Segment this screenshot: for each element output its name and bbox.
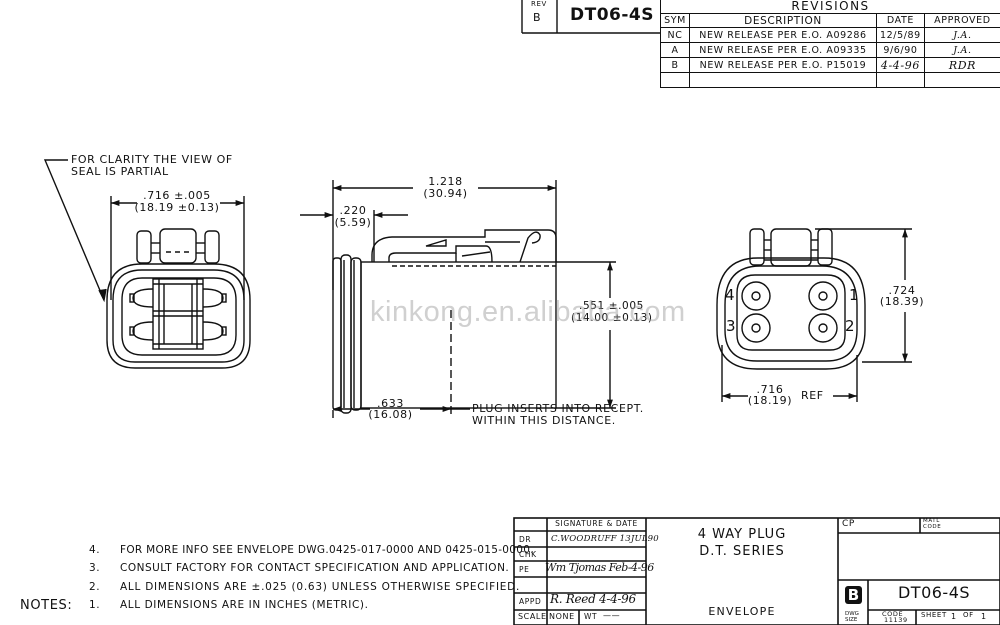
note-number: 1. bbox=[89, 599, 101, 611]
note-text: ALL DIMENSIONS ARE ±.025 (0.63) UNLESS O… bbox=[120, 581, 521, 593]
revision-row: NC NEW RELEASE PER E.O. A09286 12/5/89 J… bbox=[660, 27, 1000, 43]
revision-border bbox=[521, 0, 660, 34]
scale-value: NONE bbox=[549, 612, 575, 621]
revision-row: A NEW RELEASE PER E.O. A09335 9/6/90 J.A… bbox=[660, 42, 1000, 58]
dim-rear-width-mm: (18.19) bbox=[747, 394, 793, 407]
drawing-type: ENVELOPE bbox=[708, 605, 776, 618]
pe-signature: Wm Tjomas Feb-4-96 bbox=[545, 561, 654, 574]
appd-label: APPD bbox=[519, 597, 542, 606]
note-text: CONSULT FACTORY FOR CONTACT SPECIFICATIO… bbox=[120, 562, 510, 574]
sheet-total: 1 bbox=[981, 612, 987, 621]
dim-body-height-mm: (14.00 ±0.13) bbox=[571, 312, 653, 324]
dim-seal-offset-in: .220 bbox=[339, 204, 367, 217]
pin-label-4: 4 bbox=[725, 286, 736, 304]
dim-rear-width-in: .716 bbox=[756, 383, 784, 396]
revision-description bbox=[689, 72, 877, 88]
rev-value: B bbox=[533, 11, 542, 24]
cp-label: CP bbox=[842, 519, 855, 529]
revision-sym bbox=[660, 72, 690, 88]
dim-insert-depth-mm: (16.08) bbox=[368, 408, 413, 421]
note-number: 3. bbox=[89, 562, 101, 574]
code-label: CODE bbox=[882, 610, 904, 618]
wt-label: WT bbox=[584, 612, 598, 621]
matl-code-label: MATL CODE bbox=[923, 518, 942, 530]
revision-approved: J.A. bbox=[923, 42, 1000, 58]
plug-note-line2: WITHIN THIS DISTANCE. bbox=[472, 414, 616, 427]
title-part-number: DT06-4S bbox=[897, 583, 971, 602]
dr-label: DR bbox=[519, 535, 532, 544]
revision-row: B NEW RELEASE PER E.O. P15019 4-4-96 RDR bbox=[660, 57, 1000, 73]
revision-date: 4-4-96 bbox=[876, 57, 925, 73]
side-view bbox=[300, 180, 616, 418]
front-view-seal bbox=[43, 159, 251, 369]
revisions-header-description: DESCRIPTION bbox=[689, 13, 877, 28]
seal-note-line2: SEAL IS PARTIAL bbox=[71, 165, 169, 178]
revision-approved: RDR bbox=[923, 57, 1000, 73]
dim-rear-height-in: .724 bbox=[888, 284, 916, 297]
revisions-header-approved: APPROVED bbox=[923, 13, 1000, 28]
chk-label: CHK bbox=[519, 550, 537, 559]
dim-rear-height-mm: (18.39) bbox=[879, 295, 925, 308]
revision-description: NEW RELEASE PER E.O. P15019 bbox=[689, 57, 877, 73]
revisions-table: REVISIONS SYM DESCRIPTION DATE APPROVED … bbox=[660, 0, 1000, 88]
dwg-size-letter: B bbox=[845, 586, 862, 604]
signature-header: SIGNATURE & DATE bbox=[555, 519, 638, 528]
dim-front-width-mm: (18.19 ±0.13) bbox=[134, 201, 220, 214]
dim-overall-length-in: 1.218 bbox=[428, 175, 463, 188]
code-value: 11139 bbox=[884, 616, 908, 624]
note-text: ALL DIMENSIONS ARE IN INCHES (METRIC). bbox=[120, 599, 369, 611]
sheet-value: 1 bbox=[951, 612, 957, 621]
dim-rear-width-ref: REF bbox=[801, 389, 824, 402]
drawing-title-line2: D.T. SERIES bbox=[699, 544, 785, 559]
revision-date: 12/5/89 bbox=[876, 27, 925, 43]
pin-label-3: 3 bbox=[726, 317, 737, 335]
rev-label: REV bbox=[531, 0, 547, 8]
rev-part-number: DT06-4S bbox=[570, 5, 654, 25]
note-number: 4. bbox=[89, 544, 101, 556]
note-text: FOR MORE INFO SEE ENVELOPE DWG.0425-017-… bbox=[120, 544, 534, 556]
revision-description: NEW RELEASE PER E.O. A09286 bbox=[689, 27, 877, 43]
revisions-title: REVISIONS bbox=[660, 0, 1000, 14]
appd-signature: R. Reed 4-4-96 bbox=[550, 592, 636, 606]
watermark: kinkong.en.alibaba.com bbox=[370, 296, 686, 328]
plug-note-line1: PLUG INSERTS INTO RECEPT. bbox=[472, 402, 644, 415]
drawing-title-line1: 4 WAY PLUG bbox=[697, 527, 787, 542]
dim-front-width-in: .716 ±.005 bbox=[143, 189, 211, 202]
of-label: OF bbox=[963, 611, 974, 619]
dim-body-height-in: .551 ±.005 bbox=[579, 300, 644, 312]
dr-value: C.WOODRUFF 13JUL90 bbox=[551, 534, 659, 544]
rear-view bbox=[716, 228, 912, 402]
pe-label: PE bbox=[519, 565, 530, 574]
dwg-size-label: DWG SIZE bbox=[845, 611, 859, 623]
note-number: 2. bbox=[89, 581, 101, 593]
revision-date: 9/6/90 bbox=[876, 42, 925, 58]
dim-insert-depth-in: .633 bbox=[377, 397, 404, 410]
wt-value: —— bbox=[603, 611, 621, 620]
dim-seal-offset-mm: (5.59) bbox=[334, 216, 372, 229]
pin-label-1: 1 bbox=[849, 286, 860, 304]
revision-sym: A bbox=[660, 42, 690, 58]
revision-approved: J.A. bbox=[923, 27, 1000, 43]
notes-label: NOTES: bbox=[20, 598, 73, 613]
revisions-header-sym: SYM bbox=[660, 13, 690, 28]
pin-label-2: 2 bbox=[845, 317, 856, 335]
revision-approved bbox=[923, 72, 1000, 88]
revision-row-empty bbox=[660, 72, 1000, 88]
dim-overall-length-mm: (30.94) bbox=[423, 187, 468, 200]
revision-description: NEW RELEASE PER E.O. A09335 bbox=[689, 42, 877, 58]
revision-sym: B bbox=[660, 57, 690, 73]
title-block-border bbox=[513, 517, 1000, 625]
revisions-header-date: DATE bbox=[876, 13, 925, 28]
scale-label: SCALE bbox=[518, 612, 547, 621]
revision-date bbox=[876, 72, 925, 88]
seal-note-line1: FOR CLARITY THE VIEW OF bbox=[71, 153, 233, 166]
sheet-label: SHEET bbox=[921, 611, 947, 619]
revision-sym: NC bbox=[660, 27, 690, 43]
